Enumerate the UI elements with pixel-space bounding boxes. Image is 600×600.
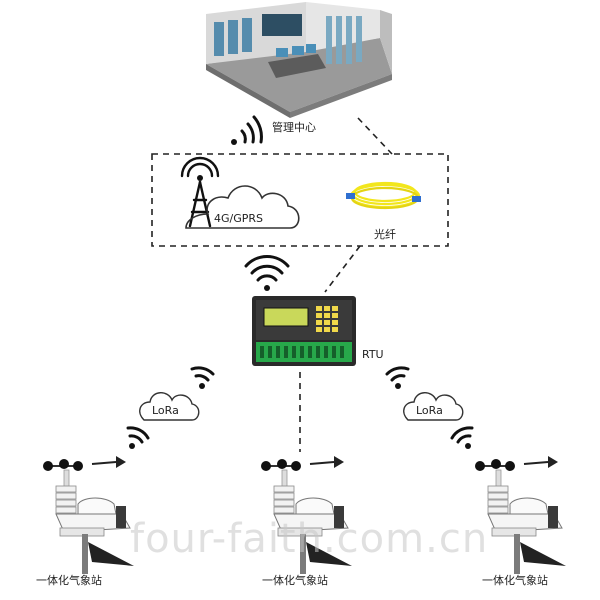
fiber-optic-icon: [349, 181, 421, 210]
cell-tower-icon: [180, 156, 220, 228]
rtu-device: [252, 296, 356, 366]
lora-right-cloud: [403, 392, 464, 421]
lora-left-cloud: [139, 392, 200, 421]
fiber-label: 光纤: [374, 227, 396, 241]
station-left-label: 一体化气象站: [36, 573, 102, 587]
wifi-icon-rtu: [244, 255, 290, 291]
wifi-icon-lora-right-lower: [450, 426, 474, 449]
watermark-text: four-faith.com.cn: [130, 516, 488, 562]
station-right-label: 一体化气象站: [482, 573, 548, 587]
station-middle-label: 一体化气象站: [262, 573, 328, 587]
network-4g-label: 4G/GPRS: [214, 212, 263, 225]
lora-right-label: LoRa: [416, 404, 443, 417]
wifi-icon-lora-right-upper: [385, 366, 410, 389]
weather-station-right-illustration: [474, 455, 567, 575]
link-network-to-rtu: [324, 245, 361, 293]
network-box: [151, 153, 449, 247]
weather-station-left-illustration: [42, 455, 135, 575]
lora-left-label: LoRa: [152, 404, 179, 417]
rtu-label: RTU: [362, 348, 384, 361]
cloud-icon: [185, 185, 300, 229]
management-center-label: 管理中心: [272, 120, 316, 134]
wifi-icon-lora-left-lower: [126, 426, 150, 449]
wifi-icon-lora-left-upper: [190, 366, 215, 389]
connection-lines: [299, 117, 393, 452]
link-center-to-network: [357, 117, 393, 155]
fiber-connector-icon: [346, 193, 421, 202]
control-room-illustration: [206, 2, 392, 118]
wifi-icon-center: [231, 115, 263, 145]
